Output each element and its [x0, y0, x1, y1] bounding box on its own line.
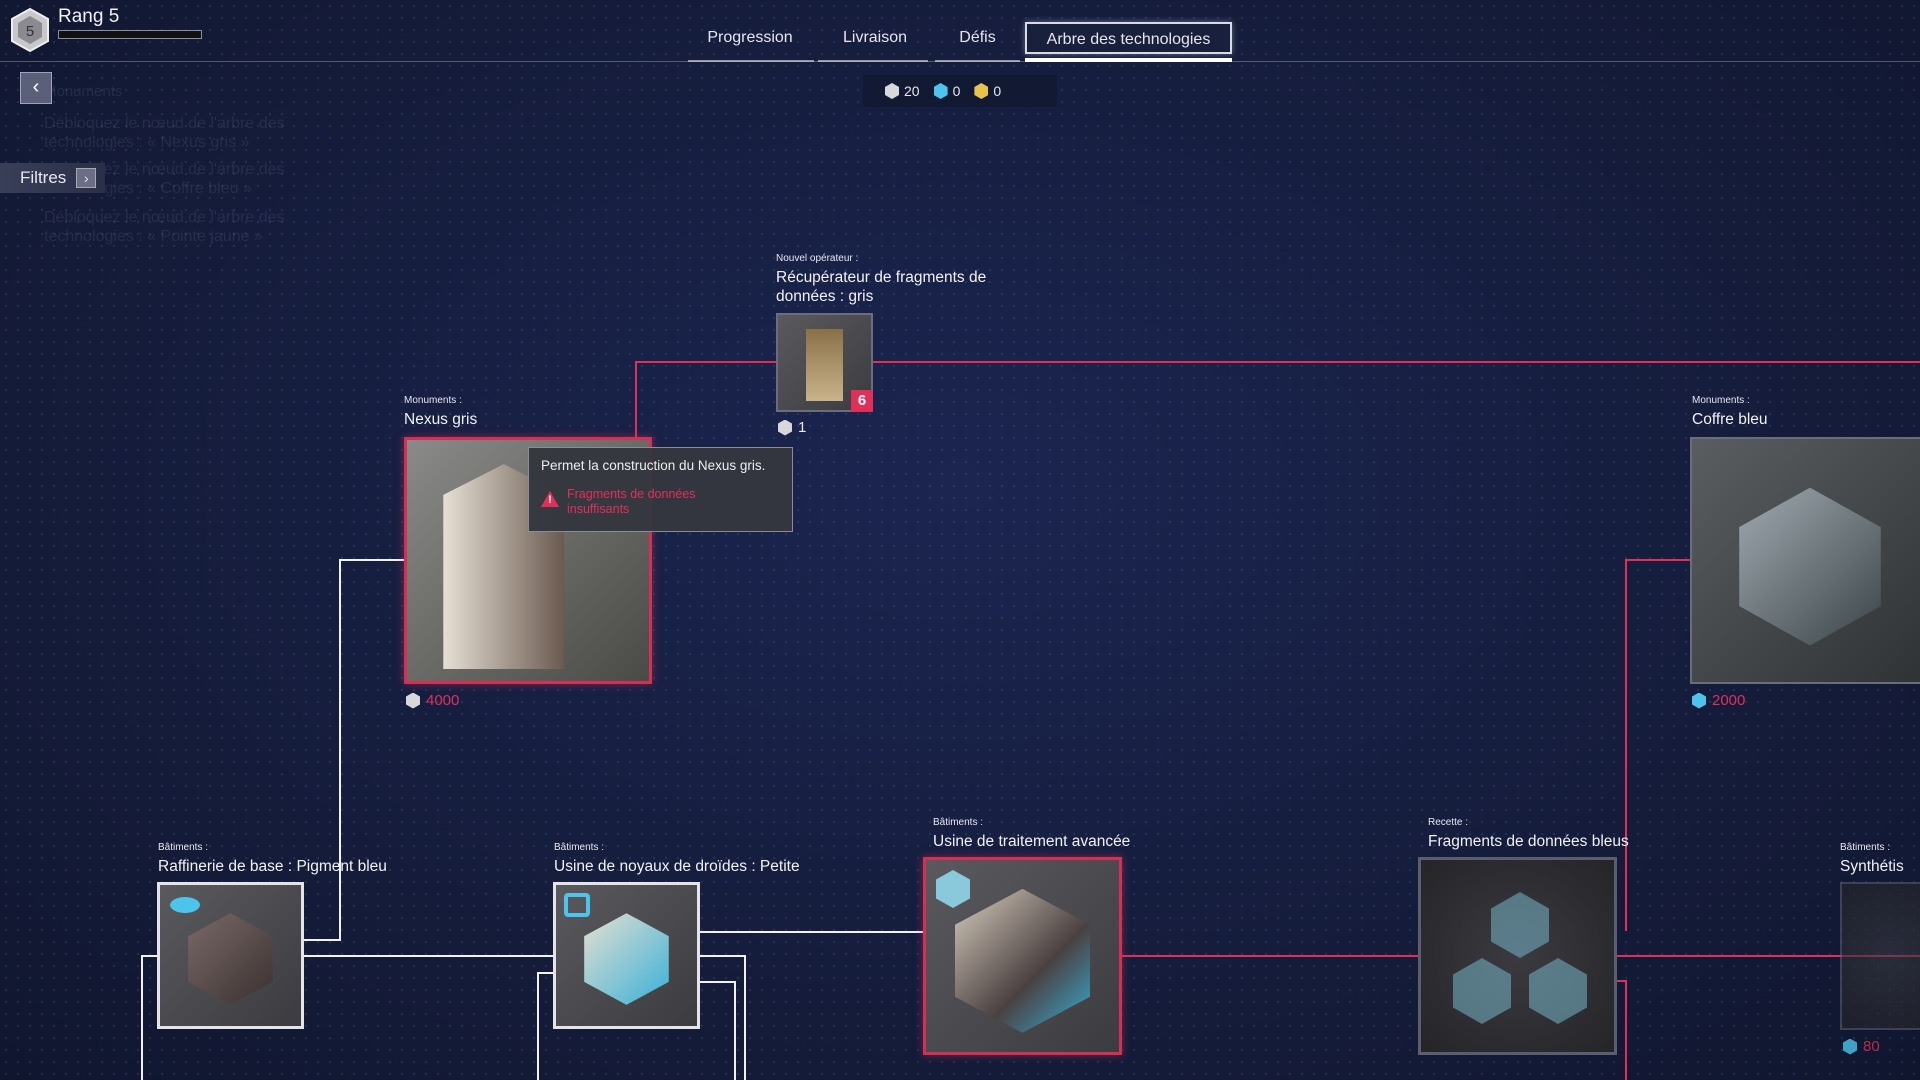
usine-traitement-image — [954, 888, 1091, 1033]
node-cost: 1 — [778, 419, 806, 436]
level-badge: 6 — [851, 390, 873, 412]
tab-underline — [818, 60, 928, 62]
locked-connector-line — [1625, 980, 1627, 1080]
filters-label: Filtres — [20, 168, 67, 187]
tab-progression[interactable]: Progression — [707, 29, 793, 46]
connector-line — [734, 981, 736, 1080]
chevron-right-icon: › — [76, 168, 97, 188]
operator-image — [805, 329, 844, 401]
gray-data-cube-icon — [778, 419, 792, 436]
locked-connector-line — [635, 361, 637, 438]
locked-connector-line — [635, 361, 1920, 363]
node-usine-traitement[interactable] — [923, 857, 1122, 1055]
connector-line — [538, 972, 553, 974]
back-button[interactable]: ‹ — [20, 72, 52, 104]
node-label-usine-noyaux: Bâtiments : Usine de noyaux de droïdes :… — [554, 842, 800, 875]
tooltip-description: Permet la construction du Nexus gris. — [541, 458, 766, 473]
connector-line — [340, 559, 404, 561]
blue-currency-value: 0 — [952, 83, 961, 99]
node-label-operator: Nouvel opérateur : Récupérateur de fragm… — [776, 253, 987, 305]
node-cost: 4000 — [406, 692, 459, 709]
node-label-coffre: Monuments : Coffre bleu — [1692, 395, 1768, 428]
ghost-heading: Monuments — [44, 83, 123, 100]
connector-line — [700, 981, 736, 983]
blue-data-cube-icon — [1843, 1038, 1857, 1055]
locked-connector-line — [1625, 559, 1690, 561]
node-tooltip: Permet la construction du Nexus gris. ! … — [528, 447, 793, 532]
rank-title: Rang 5 — [58, 6, 120, 27]
filters-button[interactable]: Filtres › — [0, 163, 105, 193]
node-synthetis[interactable] — [1840, 882, 1920, 1030]
node-label-raffinerie: Bâtiments : Raffinerie de base : Pigment… — [158, 842, 387, 875]
locked-connector-line — [1625, 559, 1627, 931]
ghost-item: Débloquez le nœud de l'arbre des technol… — [44, 209, 285, 245]
node-label-synthetis: Bâtiments : Synthétis — [1840, 842, 1904, 875]
tab-underline — [688, 60, 814, 62]
connector-line — [700, 955, 746, 957]
rank-badge-icon: 5 — [11, 8, 49, 52]
node-raffinerie[interactable] — [157, 882, 304, 1029]
blue-data-cube-icon — [1692, 692, 1706, 709]
active-tab-indicator — [1025, 58, 1232, 62]
svg-text:5: 5 — [26, 23, 34, 40]
node-cost: 80 — [1843, 1038, 1880, 1055]
droid-core-icon — [564, 893, 590, 917]
chevron-left-icon: ‹ — [32, 76, 40, 98]
blue-data-cube-icon — [933, 83, 948, 99]
tab-underline — [935, 60, 1020, 62]
node-label-fragments: Recette : Fragments de données bleus — [1428, 817, 1629, 850]
connector-line — [537, 972, 539, 1080]
node-fragments-bleus[interactable] — [1418, 857, 1617, 1055]
gray-data-cube-icon — [885, 83, 899, 99]
connector-line — [744, 955, 746, 1080]
blue-fragment-icon — [1529, 958, 1587, 1024]
locked-connector-line — [1617, 980, 1627, 982]
raffinerie-image — [188, 913, 273, 1005]
connector-line — [141, 955, 143, 1080]
processing-icon — [936, 870, 970, 908]
connector-line — [304, 939, 341, 941]
tooltip-warning: Fragments de données insuffisants — [567, 487, 696, 516]
warning-triangle-icon: ! — [541, 491, 559, 507]
currency-bar: 20 0 0 — [863, 75, 1057, 107]
node-label-nexus: Monuments : Nexus gris — [404, 395, 478, 428]
coffre-image — [1739, 487, 1881, 646]
node-cost: 2000 — [1692, 692, 1745, 709]
blue-fragment-icon — [1491, 892, 1549, 958]
tab-livraison[interactable]: Livraison — [842, 29, 908, 46]
connector-line — [142, 955, 553, 957]
ghost-item: Débloquez le nœud de l'arbre des technol… — [44, 115, 285, 151]
connector-line — [700, 931, 923, 933]
blue-fragment-icon — [1453, 958, 1511, 1024]
connector-line — [339, 559, 341, 941]
node-usine-noyaux[interactable] — [553, 882, 700, 1029]
tab-defis[interactable]: Défis — [959, 29, 996, 46]
usine-noyaux-image — [584, 913, 669, 1005]
yellow-currency-value: 0 — [993, 83, 1002, 99]
node-label-usine-traitement: Bâtiments : Usine de traitement avancée — [933, 817, 1131, 850]
node-nexus-gris[interactable] — [404, 437, 652, 684]
yellow-data-cube-icon — [974, 83, 989, 99]
node-coffre-bleu[interactable] — [1690, 437, 1920, 684]
tab-arbre-des-technologies[interactable]: Arbre des technologies — [1025, 22, 1232, 54]
node-operator[interactable]: 6 — [776, 313, 873, 412]
gray-currency-value: 20 — [904, 83, 920, 99]
blue-pigment-icon — [170, 897, 200, 913]
rank-progress-bar — [58, 30, 202, 39]
gray-data-cube-icon — [406, 692, 420, 709]
